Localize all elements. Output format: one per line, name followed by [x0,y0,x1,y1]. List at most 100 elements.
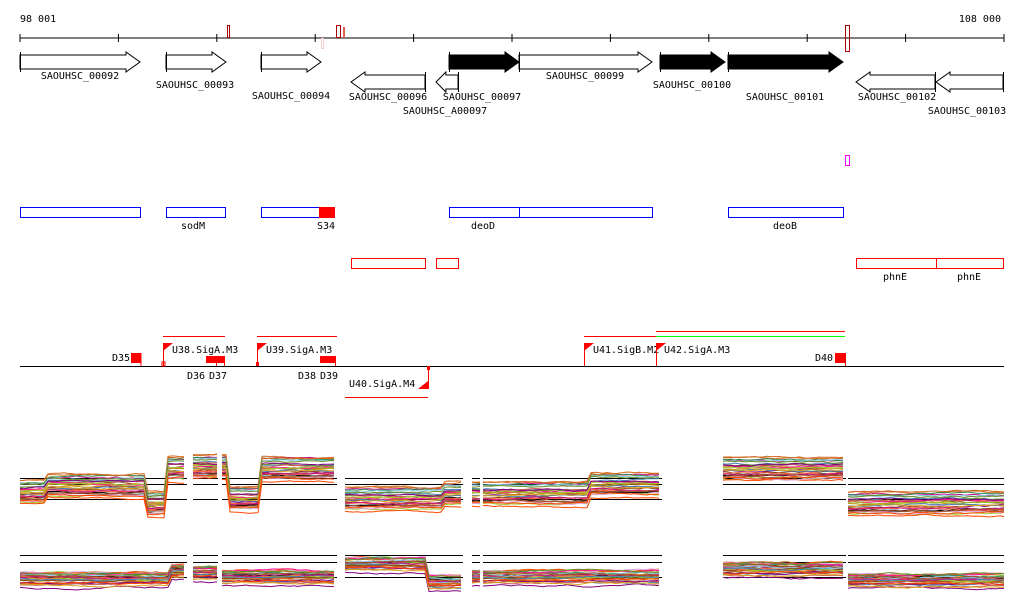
expression-trace [192,581,218,584]
expression-trace [19,481,185,519]
expression-trace [471,575,481,577]
expression-trace [344,484,462,493]
gene-SAOUHSC_00102[interactable]: SAOUHSC_00102 [855,71,936,103]
annotation-box[interactable] [351,258,426,269]
annotation-box[interactable] [20,207,141,218]
annotation-label: phnE [957,272,981,283]
expression-trace [19,578,185,591]
expression-trace [344,571,462,593]
expression-trace [847,511,1005,515]
expression-trace [722,470,844,475]
expression-trace [471,495,481,497]
gene-arrow[interactable] [659,51,726,73]
gene-label: SAOUHSC_00094 [252,91,330,102]
expression-trace [722,576,843,580]
expression-trace [221,579,335,583]
gene-arrow[interactable] [435,70,459,94]
promoter-flag-U42[interactable] [656,343,666,351]
gene-SAOUHSC_00094[interactable]: SAOUHSC_00094 [252,51,330,102]
expression-trace [471,576,481,579]
expression-trace [482,577,660,582]
expression-trace [19,474,185,512]
marker-small[interactable] [336,25,341,38]
expression-trace [482,581,660,586]
expression-trace [847,490,1004,494]
gene-SAOUHSC_00103[interactable]: SAOUHSC_00103 [928,71,1006,117]
annotation-track-blue [20,207,844,218]
gene-SAOUHSC_00092[interactable]: SAOUHSC_00092 [19,51,141,82]
terminator-D35[interactable] [131,353,141,363]
marker-small[interactable] [845,25,850,52]
expression-trace [482,485,660,497]
terminator-D40[interactable] [835,353,845,363]
gene-arrow[interactable] [448,51,520,73]
gene-label: SAOUHSC_00099 [546,71,624,82]
expression-profiles [19,453,1005,593]
expression-trace [344,481,462,490]
gene-SAOUHSC_00100[interactable]: SAOUHSC_00100 [653,51,731,91]
promoter-flag-U38[interactable] [163,343,173,351]
annotation-box-phnE[interactable] [936,258,1004,269]
expression-trace [482,575,660,580]
expression-trace [482,496,660,509]
gene-arrow[interactable] [727,51,844,73]
gene-arrow[interactable] [350,71,426,93]
expression-trace [19,466,185,504]
expression-trace [482,471,659,484]
gene-SAOUHSC_00097[interactable]: SAOUHSC_00097 [443,51,521,103]
gene-SAOUHSC_00101[interactable]: SAOUHSC_00101 [727,51,844,103]
expression-trace [722,458,844,462]
expression-trace [192,477,217,479]
annotation-box-phnE[interactable] [856,258,937,269]
expression-trace [722,466,844,470]
promoter-flag-U39[interactable] [257,343,267,351]
annotation-track-red [351,258,1004,269]
annotation-box[interactable] [519,207,653,218]
expression-trace [722,468,844,472]
expression-trace [482,572,660,577]
feature-label-D39: D39 [320,371,338,382]
marker-small[interactable] [343,27,345,38]
gene-arrow[interactable] [260,51,322,73]
gene-SAOUHSC_00099[interactable]: SAOUHSC_00099 [518,51,653,82]
annotation-box-sodM[interactable] [166,207,226,218]
expression-trace [221,474,335,509]
expression-trace [192,470,218,473]
expression-trace [344,559,462,581]
expression-trace [192,458,218,461]
expression-trace [221,464,335,500]
annotation-box[interactable] [436,258,459,269]
expression-trace [847,494,1005,498]
gene-arrow[interactable] [935,71,1004,93]
expression-trace [344,489,462,497]
terminator-D36-D37[interactable] [206,356,224,363]
marker-small[interactable] [227,25,230,38]
expression-trace [192,462,218,466]
annotation-box-deoD[interactable] [449,207,520,218]
gene-label: SAOUHSC_00093 [156,80,234,91]
gene-arrow[interactable] [165,51,227,73]
gene-SAOUHSC_00096[interactable]: SAOUHSC_00096 [349,71,427,103]
annotation-box-deoB[interactable] [728,207,844,218]
feature-label-D36: D36 [187,371,205,382]
expression-trace [722,561,844,565]
expression-trace [847,513,1005,518]
gene-SAOUHSC_00093[interactable]: SAOUHSC_00093 [156,51,234,91]
gene-arrow[interactable] [518,51,653,73]
expression-trace [221,475,335,510]
promoter-flag-U41[interactable] [584,343,594,351]
expression-trace [192,565,218,568]
ruler-ticks [19,34,1005,42]
marker-small[interactable] [321,38,324,49]
gene-arrow[interactable] [19,51,141,73]
expression-trace [344,565,462,587]
S34-highlight [319,207,335,218]
promoter-flag-U40[interactable] [418,381,428,389]
gene-SAOUHSC_A00097[interactable]: SAOUHSC_A00097 [403,70,487,117]
expression-trace [471,505,481,508]
magenta-marker[interactable] [845,155,850,166]
feature-label-U41: U41.SigB.M2 [593,345,659,356]
expression-trace [847,503,1005,508]
terminator-D38-D39[interactable] [320,356,335,363]
gene-arrow[interactable] [855,71,936,93]
